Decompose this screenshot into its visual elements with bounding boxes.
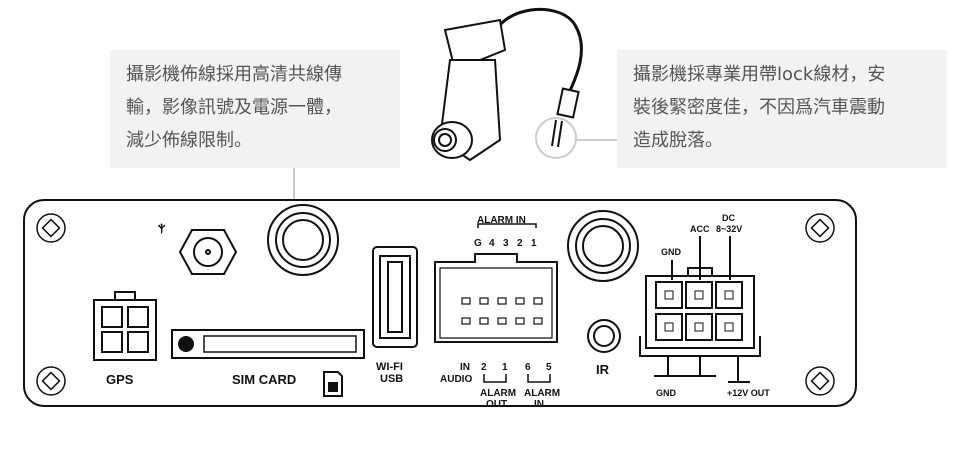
pin-label-2-bottom: 2 [481,362,487,373]
acc-label: ACC [690,224,710,234]
audio-label: AUDIO [440,374,472,385]
screw-icon [805,213,835,243]
alarm-connector [434,253,558,343]
alarm-out-label-2: OUT [486,399,507,410]
screw-icon [36,213,66,243]
sim-card-label: SIM CARD [232,372,296,387]
alarm-out-label-1: ALARM [480,388,516,399]
sim-card-icon [323,371,343,397]
dc-label: DC [722,213,735,223]
wifi-label: WI-FI [376,361,403,373]
alarm-pin-labels: G 4 3 2 1 [474,238,537,249]
usb-port [372,246,418,348]
screw-icon [805,366,835,396]
dc-voltage-label: 8~32V [716,224,742,234]
pin-label-1: 1 [531,238,537,249]
ir-label: IR [596,362,610,377]
alarm-in-top-label: ALARM IN [477,215,526,226]
pin-label-2: 2 [517,238,523,249]
pin-label-g: G [474,238,482,249]
gps-label: GPS [106,372,134,387]
audio-in-label: IN [460,362,470,373]
alarm-pin-brackets [477,223,537,228]
camera-port [267,204,339,276]
pin-label-1-bottom: 1 [502,362,508,373]
gnd-bottom-label: GND [656,388,677,398]
alarm-in-label-2: IN [534,399,544,410]
camera-icon [431,7,583,162]
usb-label: USB [380,373,403,385]
pin-label-4: 4 [489,238,495,249]
callout-cable-info: 攝影機佈線採用高清共線傳 輸，影像訊號及電源一體， 減少佈線限制。 [110,50,400,168]
power-bottom-wires [654,356,750,383]
alarm-bottom-brackets [483,374,551,383]
sim-card-slot [171,329,365,359]
ir-sensor [587,319,621,353]
12v-out-label: +12V OUT [727,388,770,398]
camera-port-2 [567,210,639,282]
alarm-in-label-1: ALARM [524,388,560,399]
pin-label-3: 3 [503,238,509,249]
antenna-icon: Ⲯ [158,224,166,235]
gnd-top-label: GND [661,247,682,257]
lock-highlight-circle [535,117,577,159]
callout-lock-info: 攝影機採專業用帶lock線材，安 裝後緊密度佳，不因爲汽車震動 造成脫落。 [617,50,947,168]
screw-icon [36,366,66,396]
pin-label-5-bottom: 5 [546,362,552,373]
gps-connector [93,291,157,361]
antenna-connector [178,229,238,275]
pin-label-6-bottom: 6 [525,362,531,373]
